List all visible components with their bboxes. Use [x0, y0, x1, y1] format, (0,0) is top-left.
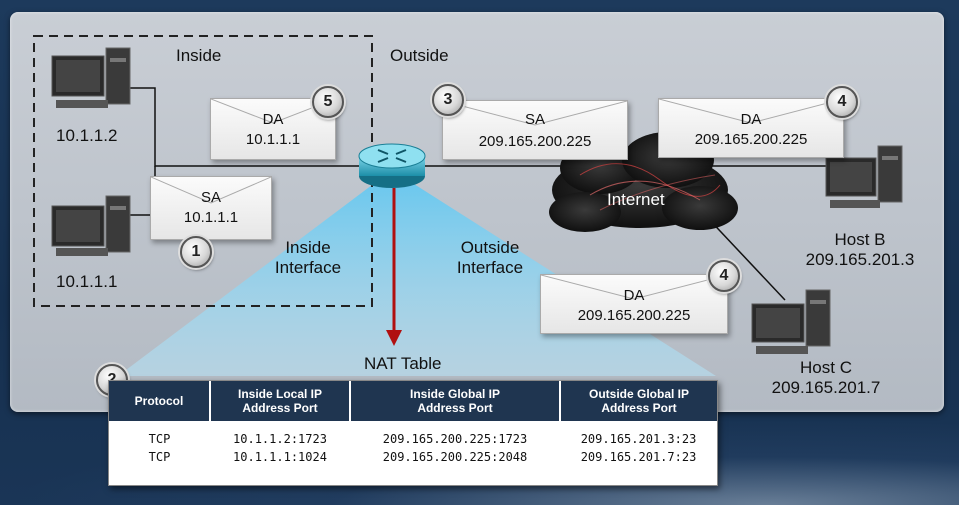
link-pc-top — [128, 87, 360, 167]
nat-table-header-row: Protocol Inside Local IP Address Port In… — [109, 381, 717, 421]
pc-top-ip: 10.1.1.2 — [56, 126, 118, 145]
nat-table-title: NAT Table — [364, 354, 442, 373]
step-badge-5: 5 — [312, 86, 344, 118]
host-c-icon — [751, 289, 831, 354]
host-c-ip: 209.165.201.7 — [771, 378, 881, 397]
table-cell: 209.165.200.225:1723 — [382, 432, 528, 446]
host-b-ip: 209.165.201.3 — [805, 250, 915, 269]
table-cell: 10.1.1.1:1024 — [233, 450, 327, 464]
packet-5-value: 10.1.1.1 — [245, 131, 301, 148]
outside-interface-label: Outside Interface — [440, 238, 540, 278]
host-c-name: Host C — [800, 358, 852, 377]
internet-label: Internet — [607, 190, 665, 209]
header-protocol: Protocol — [109, 381, 211, 421]
host-b-icon — [825, 145, 903, 208]
header-inside-global-text: Inside Global IP Address Port — [409, 387, 501, 415]
router-icon — [358, 143, 426, 188]
header-outside-global-text: Outside Global IP Address Port — [588, 387, 689, 415]
header-protocol-text: Protocol — [134, 394, 184, 408]
header-inside-global: Inside Global IP Address Port — [350, 381, 561, 421]
outside-zone-label: Outside — [390, 46, 449, 65]
inside-interface-label: Inside Interface — [258, 238, 358, 278]
packet-envelope-4-top: DA 209.165.200.225 — [658, 98, 844, 158]
inside-interface-line2: Interface — [274, 258, 342, 277]
host-c-label: Host C 209.165.201.7 — [756, 358, 896, 398]
packet-3-field: SA — [524, 111, 545, 128]
inside-zone-label: Inside — [176, 46, 222, 65]
nat-table: Protocol Inside Local IP Address Port In… — [108, 380, 718, 486]
packet-1-value: 10.1.1.1 — [183, 209, 239, 226]
pc-top-icon — [51, 47, 131, 108]
pc-bottom-icon — [51, 195, 131, 256]
pc-bottom-ip: 10.1.1.1 — [56, 272, 118, 291]
table-cell: TCP — [148, 450, 171, 464]
table-cell: 209.165.201.7:23 — [580, 450, 697, 464]
header-inside-local-text: Inside Local IP Address Port — [237, 387, 323, 415]
table-cell: 209.165.200.225:2048 — [382, 450, 528, 464]
table-row: TCP 10.1.1.1:1024 209.165.200.225:2048 2… — [109, 448, 717, 466]
packet-4a-field: DA — [740, 111, 762, 128]
step-badge-4-bottom: 4 — [708, 260, 740, 292]
table-cell: 209.165.201.3:23 — [580, 432, 697, 446]
host-b-name: Host B — [834, 230, 886, 249]
header-inside-local: Inside Local IP Address Port — [210, 381, 351, 421]
inside-interface-line1: Inside — [285, 238, 331, 257]
packet-envelope-1: SA 10.1.1.1 — [150, 176, 272, 240]
packet-envelope-4-bottom: DA 209.165.200.225 — [540, 274, 728, 334]
table-cell: 10.1.1.2:1723 — [233, 432, 327, 446]
packet-3-value: 209.165.200.225 — [478, 133, 592, 150]
table-row: TCP 10.1.1.2:1723 209.165.200.225:1723 2… — [109, 421, 717, 448]
outside-interface-line1: Outside — [460, 238, 520, 257]
packet-envelope-3: SA 209.165.200.225 — [442, 100, 628, 160]
step-badge-3: 3 — [432, 84, 464, 116]
packet-envelope-5: DA 10.1.1.1 — [210, 98, 336, 160]
table-cell: TCP — [148, 432, 171, 446]
packet-5-field: DA — [262, 111, 284, 128]
step-badge-1: 1 — [180, 236, 212, 268]
packet-4b-value: 209.165.200.225 — [577, 307, 691, 324]
packet-4a-value: 209.165.200.225 — [694, 131, 808, 148]
outside-interface-line2: Interface — [456, 258, 524, 277]
header-outside-global: Outside Global IP Address Port — [560, 381, 717, 421]
nat-arrow-head — [386, 330, 402, 346]
packet-4b-field: DA — [623, 287, 645, 304]
step-badge-4-top: 4 — [826, 86, 858, 118]
link-internet-hostc — [704, 214, 786, 301]
host-b-label: Host B 209.165.201.3 — [790, 230, 930, 270]
packet-1-field: SA — [200, 189, 221, 206]
